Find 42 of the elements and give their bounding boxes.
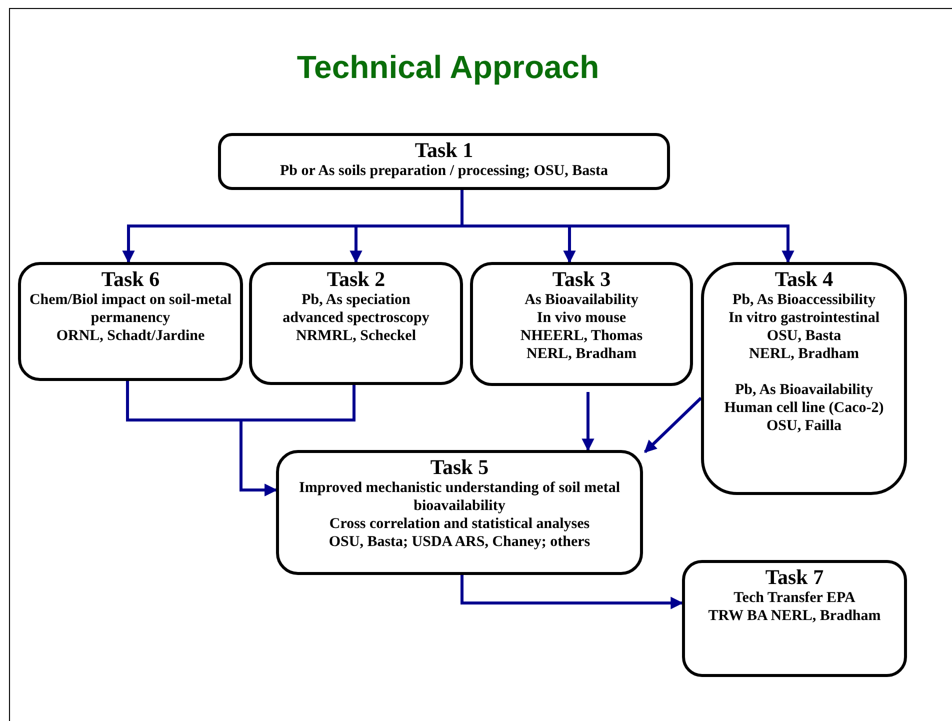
task-description: NHEERL, Thomas: [520, 327, 643, 345]
task-description: In vivo mouse: [536, 309, 626, 327]
task-description: Chem/Biol impact on soil-metal permanency: [28, 291, 233, 327]
arrow: [240, 385, 356, 496]
task-heading: Task 3: [552, 267, 611, 291]
task-box: [701, 262, 907, 495]
task-description: TRW BA NERL, Bradham: [708, 607, 881, 625]
task-heading: Task 5: [430, 455, 489, 479]
arrow: [582, 392, 594, 452]
task-description: Pb, As Bioaccessibility: [732, 291, 876, 309]
task-heading: Task 2: [326, 267, 386, 291]
task-description: Improved mechanistic understanding of soil metal bioavailability: [298, 479, 621, 515]
task-box: [249, 262, 463, 385]
task-description: As Bioavailability: [524, 291, 638, 309]
task-heading: Task 4: [774, 267, 834, 291]
task-box: [470, 262, 693, 386]
title: Technical Approach: [296, 48, 600, 86]
task-description: NRMRL, Scheckel: [296, 327, 416, 345]
task-box: [682, 560, 907, 677]
task-box: [18, 262, 243, 381]
task-description: NERL, Bradham: [748, 345, 860, 363]
task-box: [218, 133, 670, 190]
task-description: Human cell line (Caco-2): [724, 399, 884, 417]
task-description: advanced spectroscopy: [282, 309, 430, 327]
task-description: OSU, Failla: [766, 417, 842, 435]
arrow: [460, 190, 794, 264]
task-heading: Task 6: [101, 267, 160, 291]
arrow: [460, 575, 684, 610]
task-description: Pb or As soils preparation / processing; OSU, Basta: [280, 162, 608, 180]
task-description: Pb, As speciation: [302, 291, 410, 309]
task-description: OSU, Basta; USDA ARS, Chaney; others: [328, 533, 590, 551]
task-heading: Task 7: [765, 565, 824, 589]
task-description: Cross correlation and statistical analyses: [329, 515, 590, 533]
task-description: Pb, As Bioavailability: [735, 381, 873, 399]
task-description: OSU, Basta: [766, 327, 842, 345]
task-box: [276, 450, 643, 575]
task-description: In vitro gastrointestinal: [728, 309, 880, 327]
task-heading: Task 1: [414, 138, 474, 162]
arrow: [644, 396, 702, 454]
task-description: ORNL, Schadt/Jardine: [56, 327, 205, 345]
task-description: Tech Transfer EPA: [734, 589, 856, 607]
task-description: NERL, Bradham: [526, 345, 637, 363]
